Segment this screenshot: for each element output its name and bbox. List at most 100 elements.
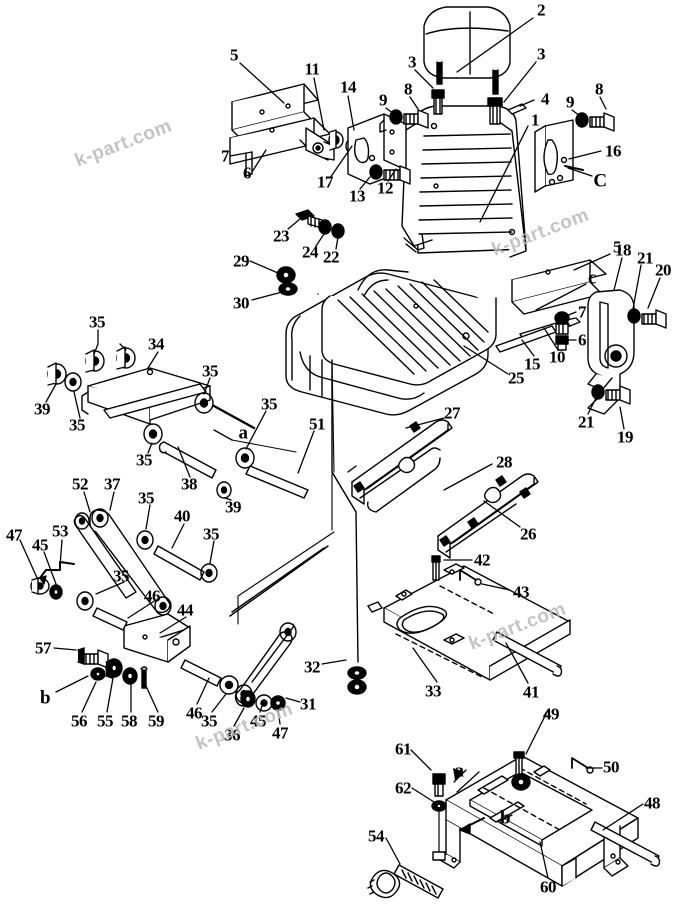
- part-bushing-35-40b: [200, 563, 218, 583]
- callout-58: 58: [121, 711, 138, 731]
- callout-23: 23: [273, 226, 290, 246]
- callout-14: 14: [340, 77, 357, 97]
- part-washer-30: [278, 282, 298, 296]
- callout-39: 39: [34, 399, 51, 419]
- part-bushing-35-mid: [143, 423, 163, 445]
- callout-13: 13: [349, 186, 366, 206]
- callout-6: 6: [578, 330, 587, 350]
- callout-47: 47: [272, 723, 289, 743]
- part-base-frame-60: [439, 755, 639, 887]
- leader-lines: [19, 17, 661, 879]
- callout-61: 61: [395, 739, 412, 759]
- callout-c: c: [588, 267, 596, 289]
- callout-53: 53: [52, 521, 69, 541]
- part-slide-rail-27: [347, 419, 453, 513]
- callout-38: 38: [181, 474, 198, 494]
- part-bolt-20: [641, 309, 667, 329]
- part-rod-46-upper: [92, 607, 128, 631]
- callout-15: 15: [524, 354, 541, 374]
- part-link-plate-34: [81, 367, 211, 425]
- part-bushing-35-46: [219, 675, 239, 695]
- callout-35: 35: [261, 394, 278, 414]
- callout-50: 50: [603, 757, 620, 777]
- callout-51: 51: [309, 414, 326, 434]
- callout-41: 41: [523, 682, 540, 702]
- callout-21: 21: [637, 248, 654, 268]
- callout-35: 35: [203, 524, 220, 544]
- callout-a: a: [238, 422, 249, 444]
- callout-24: 24: [302, 242, 319, 262]
- part-washer-22: [331, 223, 345, 239]
- part-link-32: [234, 622, 297, 707]
- part-clip-43: [459, 569, 482, 586]
- callout-31: 31: [300, 694, 317, 714]
- part-bushing-35-left: [64, 372, 82, 392]
- callout-25: 25: [508, 368, 525, 388]
- part-plate-10: [495, 325, 557, 353]
- part-bolt-3-right: [487, 97, 503, 125]
- callout-35: 35: [138, 488, 155, 508]
- part-rod-51: [245, 465, 309, 499]
- part-bracket-16: [534, 119, 584, 193]
- part-armrest-right: [511, 259, 607, 315]
- part-bolt-8-right: [589, 112, 615, 132]
- callout-55: 55: [97, 711, 114, 731]
- part-washer-36: [240, 690, 256, 708]
- callout-35: 35: [89, 312, 106, 332]
- callout-36: 36: [224, 725, 241, 745]
- callout-46: 46: [186, 703, 203, 723]
- part-armrest-lower-left: [229, 117, 335, 177]
- part-washer-47-left: [49, 584, 63, 600]
- callout-17: 17: [317, 172, 334, 192]
- callout-28: 28: [496, 452, 513, 472]
- callout-35: 35: [202, 361, 219, 381]
- callout-10: 10: [549, 347, 566, 367]
- part-hook-53: [39, 561, 75, 585]
- callout-8: 8: [595, 79, 604, 99]
- callout-42: 42: [474, 550, 491, 570]
- callout-40: 40: [174, 506, 191, 526]
- callout-5: 5: [230, 45, 239, 65]
- callout-37: 37: [104, 474, 121, 494]
- part-pin-4: [507, 103, 527, 115]
- callout-29: 29: [233, 251, 250, 271]
- part-bolt-6: [555, 335, 569, 351]
- part-knob-bolt-54: [367, 864, 444, 899]
- part-bushing-39-left: [47, 362, 67, 386]
- part-washer-24: [318, 219, 332, 235]
- part-bolt-9-right: [575, 112, 589, 128]
- callout-46: 46: [144, 586, 161, 606]
- part-bolt-61: [432, 773, 446, 797]
- callout-33: 33: [425, 681, 442, 701]
- part-pivot-plate-17: [347, 113, 407, 185]
- part-bushing-39-right: [216, 481, 232, 499]
- callout-11: 11: [304, 59, 320, 79]
- callout-12: 12: [377, 178, 394, 198]
- callout-b: b: [39, 687, 51, 709]
- part-bolt-19: [605, 385, 631, 405]
- callout-49: 49: [543, 704, 560, 724]
- callout-22: 22: [323, 247, 340, 267]
- callout-26: 26: [520, 524, 537, 544]
- part-rod-48: [590, 821, 661, 867]
- callout-27: 27: [444, 403, 461, 423]
- callout-19: 19: [617, 427, 634, 447]
- part-rod-40: [153, 545, 205, 581]
- callout-8: 8: [404, 79, 413, 99]
- part-panel-31: [229, 545, 329, 617]
- callout-35: 35: [69, 415, 86, 435]
- callout-3: 3: [537, 44, 546, 64]
- callout-32: 32: [304, 657, 321, 677]
- callout-9: 9: [379, 90, 388, 110]
- part-seat-back: [401, 105, 527, 258]
- part-lever-52: [73, 512, 137, 599]
- callout-62: 62: [395, 778, 412, 798]
- part-lever-37: [89, 508, 172, 616]
- callout-35: 35: [201, 711, 218, 731]
- part-bolt-3-left: [431, 89, 445, 115]
- part-washer-58: [122, 667, 138, 685]
- callout-a: a: [454, 760, 465, 782]
- part-clip-50: [571, 757, 594, 774]
- callout-6: 6: [243, 163, 252, 183]
- part-bushing-35-52: [76, 591, 94, 611]
